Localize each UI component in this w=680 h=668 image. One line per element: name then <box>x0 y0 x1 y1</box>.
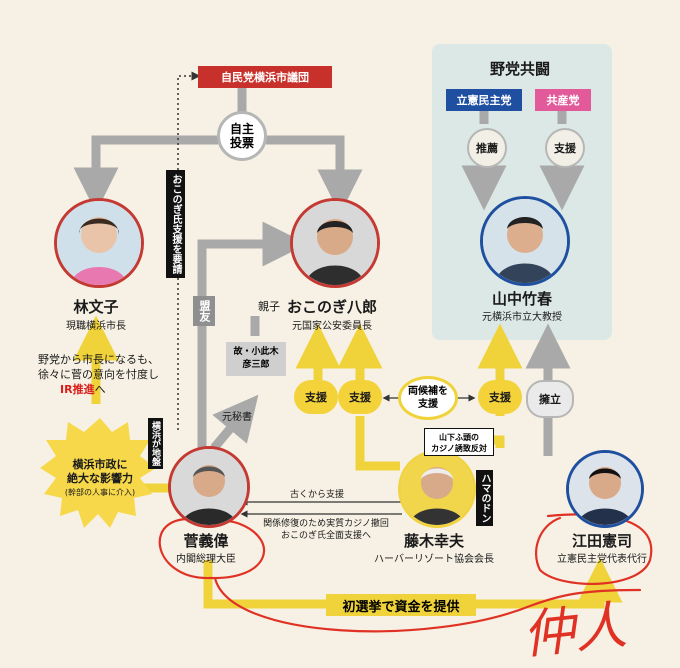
hama-don-label: ハマのドン <box>476 470 493 526</box>
support-bubble-2: 支援 <box>338 380 382 414</box>
okonogi-role: 元国家公安委員長 <box>292 321 372 332</box>
okonogi-photo <box>290 198 380 288</box>
home-base-label: 横浜が地盤 <box>148 418 163 469</box>
support-bubble-3: 支援 <box>478 380 522 414</box>
portrait-icon <box>293 201 377 285</box>
endorse-bubble-cdp: 推薦 <box>467 128 507 168</box>
endorse-bubble: 擁立 <box>526 380 574 418</box>
suga-role: 内閣総理大臣 <box>176 554 236 565</box>
late-father-box: 故・小此木 彦三郎 <box>226 342 286 376</box>
suga-name: 菅義偉 <box>183 532 229 550</box>
old-support-label: 古くから支援 <box>290 490 345 500</box>
fujiki-name: 藤木幸夫 <box>403 532 464 550</box>
yamanaka-role: 元横浜市立大教授 <box>482 312 562 323</box>
request-support-label: おこのぎ氏支援を要請 <box>166 170 185 278</box>
opposition-title: 野党共闘 <box>490 60 551 78</box>
influence-text: 横浜市政に 絶大な影響力 (幹部の人事に介入) <box>64 458 136 497</box>
okonogi-name: おこのぎ八郎 <box>286 298 377 316</box>
portrait-icon <box>171 449 247 525</box>
eda-name: 江田憲司 <box>571 532 632 550</box>
connecting-hand-line <box>213 576 642 633</box>
opposition-panel <box>432 44 612 340</box>
portrait-icon <box>569 453 641 525</box>
casino-opposition-note: 山下ふ頭の カジノ誘致反対 <box>424 428 494 456</box>
support-bubble-1: 支援 <box>294 380 338 414</box>
parent-child-label: 親子 <box>258 300 280 313</box>
eda-role: 立憲民主党代表代行 <box>557 554 647 565</box>
cdp-party-box: 立憲民主党 <box>446 89 522 111</box>
repair-note: 関係修復のため実質カジノ撤回 おこのぎ氏全面支援へ <box>263 519 389 541</box>
former-secretary-label: 元秘書 <box>222 412 252 423</box>
alliance-label: 盟友 <box>193 296 215 326</box>
hayashi-note: 野党から市長になるも、 徐々に菅の意向を忖度し IR推進へ <box>38 353 159 396</box>
hayashi-photo <box>54 198 144 288</box>
portrait-icon <box>401 453 473 525</box>
ldp-city-council-box: 自民党横浜市議団 <box>198 66 332 88</box>
yamanaka-photo <box>480 196 570 286</box>
jcp-party-box: 共産党 <box>535 89 591 111</box>
handwritten-matchmaker: 仲人 <box>519 595 630 667</box>
both-support-bubble: 両候補を 支援 <box>398 376 458 420</box>
hayashi-name: 林文子 <box>73 298 119 316</box>
suga-photo <box>168 446 250 528</box>
fujiki-photo <box>398 450 476 528</box>
portrait-icon <box>483 199 567 283</box>
yamanaka-name: 山中竹春 <box>491 290 552 308</box>
influence-burst <box>40 418 156 528</box>
independent-vote-bubble: 自主 投票 <box>217 111 267 161</box>
portrait-icon <box>57 201 141 285</box>
funding-label-box: 初選挙で資金を提供 <box>326 594 476 616</box>
fujiki-role: ハーバーリゾート協会会長 <box>374 554 494 565</box>
hayashi-role: 現職横浜市長 <box>66 321 126 332</box>
support-bubble-jcp: 支援 <box>545 128 585 168</box>
eda-photo <box>566 450 644 528</box>
